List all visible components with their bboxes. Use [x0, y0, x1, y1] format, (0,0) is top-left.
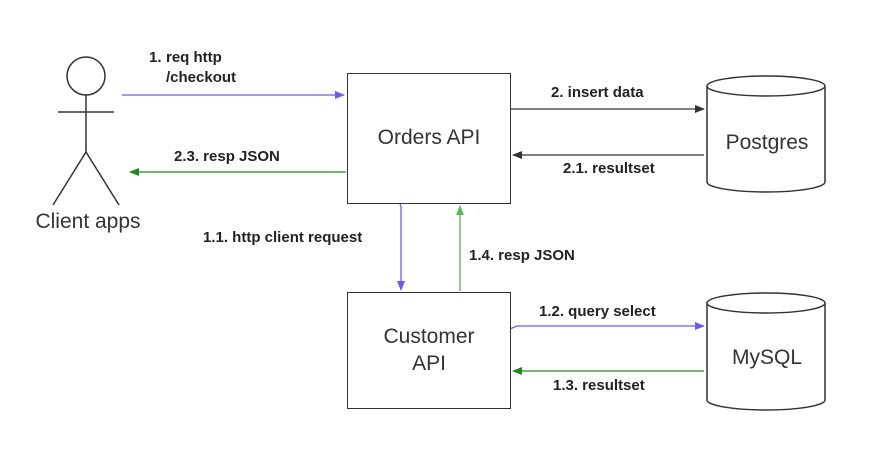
customer-api-node: Customer API: [347, 292, 511, 409]
edge-2-3-label: 2.3. resp JSON: [174, 148, 280, 165]
edge-1-label-num: 1.: [149, 49, 162, 66]
edge-1-1-arrow: [397, 203, 405, 291]
orders-api-node: Orders API: [347, 73, 511, 204]
postgres-label: Postgres: [725, 131, 809, 154]
mysql-cylinder-icon: [706, 292, 826, 411]
mysql-label: MySQL: [731, 346, 803, 369]
edge-1-3-label: 1.3. resultset: [553, 377, 645, 394]
postgres-cylinder-icon: [706, 75, 826, 193]
actor-icon: [52, 56, 120, 206]
edge-2-label: 2. insert data: [551, 84, 644, 101]
edge-1-1-label: 1.1. http client request: [203, 229, 363, 246]
edge-2-1-label: 2.1. resultset: [563, 160, 655, 177]
edge-1-2-arrow: [509, 322, 705, 330]
edge-1-label-line1: req http: [166, 49, 222, 66]
edge-1-label-line2: /checkout: [166, 69, 237, 86]
edge-1-4-label: 1.4. resp JSON: [469, 247, 575, 264]
client-apps-label: Client apps: [35, 210, 141, 233]
edge-1-2-label: 1.2. query select: [539, 303, 656, 320]
